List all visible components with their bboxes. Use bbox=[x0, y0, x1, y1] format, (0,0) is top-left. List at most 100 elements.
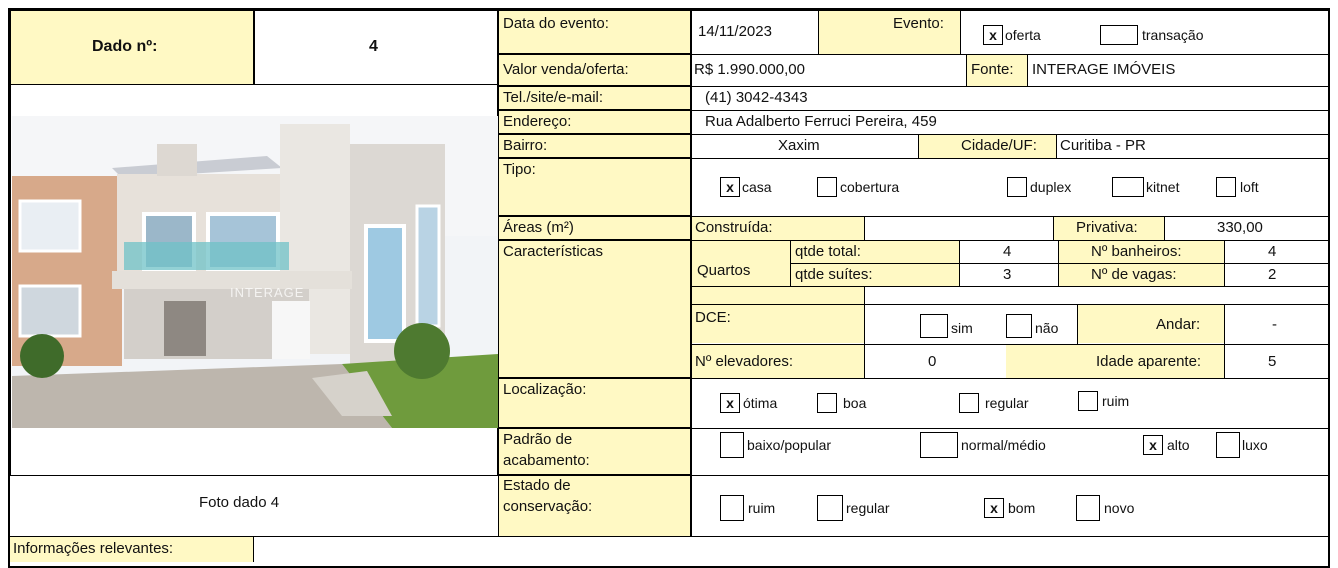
andar-value: - bbox=[1272, 316, 1277, 333]
endereco-value: Rua Adalberto Ferruci Pereira, 459 bbox=[705, 113, 937, 130]
qtde-total-label: qtde total: bbox=[795, 243, 861, 260]
oferta-option: oferta bbox=[1005, 27, 1041, 43]
row-label-cell bbox=[498, 216, 691, 240]
rule bbox=[966, 54, 967, 86]
tipo-duplex-option: duplex bbox=[1030, 179, 1072, 195]
tipo-duplex-checkbox[interactable] bbox=[1007, 177, 1027, 197]
tipo-kitnet-option: kitnet bbox=[1146, 179, 1180, 195]
padrao-luxo-checkbox[interactable] bbox=[1216, 432, 1240, 458]
rule bbox=[691, 110, 1330, 111]
dce-sim-option: sim bbox=[951, 320, 973, 336]
qtde-suites-label: qtde suítes: bbox=[795, 266, 873, 283]
estado-regular-checkbox[interactable] bbox=[817, 495, 843, 521]
dado-value: 4 bbox=[369, 38, 378, 55]
cidade-label-cell bbox=[919, 135, 1056, 158]
rule bbox=[10, 536, 1330, 537]
rule bbox=[691, 240, 1330, 241]
estado-novo-option: novo bbox=[1104, 500, 1135, 516]
rule bbox=[1224, 240, 1225, 286]
estado-label-1: Estado de bbox=[503, 477, 571, 494]
row-label-cell bbox=[498, 10, 691, 54]
dce-label: DCE: bbox=[695, 309, 731, 326]
estado-bom-checkbox[interactable]: x bbox=[984, 498, 1004, 518]
qtde-suites-value: 3 bbox=[1003, 266, 1012, 283]
elevadores-value: 0 bbox=[928, 353, 937, 370]
estado-novo-checkbox[interactable] bbox=[1076, 495, 1100, 521]
localizacao-label: Localização: bbox=[503, 381, 587, 398]
rule bbox=[691, 134, 1330, 135]
dado-label-cell bbox=[10, 10, 254, 85]
dce-nao-checkbox[interactable] bbox=[1006, 314, 1032, 338]
padrao-alto-option: alto bbox=[1167, 437, 1190, 453]
rule bbox=[691, 428, 1330, 429]
qtde-total-value: 4 bbox=[1003, 243, 1012, 260]
tel-label: Tel./site/e-mail: bbox=[503, 89, 604, 106]
data-evento-value: 14/11/2023 bbox=[698, 23, 772, 40]
rule bbox=[864, 216, 865, 240]
construida-label: Construída: bbox=[695, 219, 773, 236]
dce-label-cell bbox=[692, 287, 864, 343]
rule bbox=[1077, 304, 1078, 344]
rule bbox=[10, 475, 498, 476]
rule bbox=[790, 240, 791, 304]
estado-regular-option: regular bbox=[846, 500, 890, 516]
photo-watermark: INTERAGE bbox=[230, 285, 305, 300]
rule bbox=[691, 304, 1330, 305]
bairro-label: Bairro: bbox=[503, 137, 548, 154]
padrao-normal-checkbox[interactable] bbox=[920, 432, 958, 458]
oferta-checkbox[interactable]: x bbox=[983, 25, 1003, 45]
quartos-label: Quartos bbox=[697, 262, 751, 279]
padrao-luxo-option: luxo bbox=[1242, 437, 1268, 453]
transacao-checkbox[interactable] bbox=[1100, 25, 1138, 45]
localizacao-otima-checkbox[interactable]: x bbox=[720, 393, 740, 413]
endereco-label: Endereço: bbox=[503, 113, 572, 130]
idade-value: 5 bbox=[1268, 353, 1277, 370]
vagas-label: Nº de vagas: bbox=[1091, 266, 1177, 283]
idade-label: Idade aparente: bbox=[1096, 353, 1202, 370]
tipo-cobertura-option: cobertura bbox=[840, 179, 900, 195]
vagas-value: 2 bbox=[1268, 266, 1277, 283]
rule bbox=[691, 54, 1330, 55]
rule bbox=[1056, 134, 1057, 158]
construida-label-cell bbox=[692, 217, 864, 240]
rule bbox=[691, 378, 1330, 379]
privativa-label-cell bbox=[1054, 217, 1164, 240]
rule bbox=[960, 10, 961, 54]
padrao-label-2: acabamento: bbox=[503, 452, 590, 469]
padrao-label-1: Padrão de bbox=[503, 431, 573, 448]
fonte-label-cell bbox=[967, 55, 1027, 86]
localizacao-regular-checkbox[interactable] bbox=[959, 393, 979, 413]
dado-value-cell bbox=[254, 10, 498, 85]
localizacao-boa-checkbox[interactable] bbox=[817, 393, 837, 413]
tipo-loft-option: loft bbox=[1240, 179, 1259, 195]
row-label-cell bbox=[498, 158, 691, 216]
idade-label-cell bbox=[1006, 345, 1224, 378]
banheiros-label: Nº banheiros: bbox=[1091, 243, 1182, 260]
padrao-alto-checkbox[interactable]: x bbox=[1143, 435, 1163, 455]
padrao-normal-option: normal/médio bbox=[961, 437, 1046, 453]
tipo-cobertura-checkbox[interactable] bbox=[817, 177, 837, 197]
rule bbox=[818, 10, 819, 54]
tipo-loft-checkbox[interactable] bbox=[1216, 177, 1236, 197]
estado-bom-option: bom bbox=[1008, 500, 1036, 516]
rule bbox=[864, 286, 865, 344]
estado-ruim-checkbox[interactable] bbox=[720, 495, 744, 521]
row-label-cell bbox=[498, 428, 691, 475]
tipo-kitnet-checkbox[interactable] bbox=[1112, 177, 1144, 197]
info-label: Informações relevantes: bbox=[13, 540, 174, 557]
padrao-baixo-option: baixo/popular bbox=[747, 437, 832, 453]
tipo-label: Tipo: bbox=[503, 161, 536, 178]
rule bbox=[790, 263, 1330, 264]
padrao-baixo-checkbox[interactable] bbox=[720, 432, 744, 458]
localizacao-ruim-checkbox[interactable] bbox=[1078, 391, 1098, 411]
row-label-cell bbox=[498, 54, 691, 86]
rule bbox=[691, 86, 1330, 87]
qtde-suites-label-cell bbox=[791, 264, 959, 286]
row-label-cell bbox=[498, 378, 691, 428]
tipo-casa-checkbox[interactable]: x bbox=[720, 177, 740, 197]
dce-sim-checkbox[interactable] bbox=[920, 314, 948, 338]
rule bbox=[959, 240, 960, 286]
rule bbox=[1058, 240, 1059, 286]
row-label-cell bbox=[498, 240, 691, 378]
rule bbox=[691, 216, 1330, 217]
